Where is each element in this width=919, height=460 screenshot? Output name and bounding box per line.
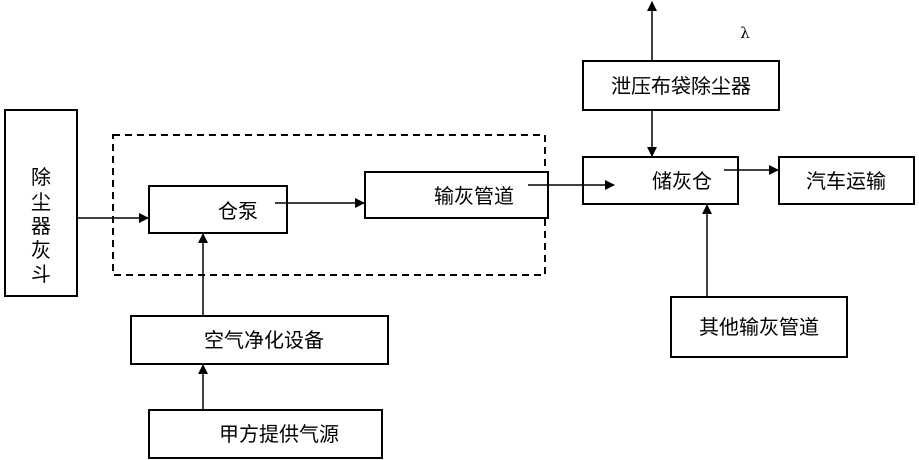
hopper-label-char-3: 器	[31, 214, 51, 238]
other-pipes-label: 其他输灰管道	[699, 315, 819, 339]
silo-label: 储灰仓	[652, 169, 712, 193]
hopper-label-char-2: 尘	[31, 190, 51, 214]
truck-label: 汽车运输	[806, 169, 886, 193]
silo-box	[582, 156, 739, 205]
pipe-box	[364, 171, 549, 219]
air-clean-box	[130, 315, 389, 365]
truck-box	[778, 156, 915, 205]
pump-pipe-group-boundary	[112, 134, 546, 276]
air-source-box	[148, 409, 383, 459]
lambda-note: λ	[740, 24, 750, 42]
pipe-label: 输灰管道	[434, 184, 514, 208]
pump-label: 仓泵	[218, 199, 258, 223]
bag-filter-label: 泄压布袋除尘器	[611, 74, 751, 98]
air-clean-label: 空气净化设备	[204, 328, 324, 352]
air-source-label: 甲方提供气源	[219, 422, 339, 446]
hopper-box	[4, 109, 78, 297]
hopper-label-char-1: 除	[31, 165, 51, 189]
hopper-label-char-5: 斗	[31, 262, 51, 286]
bag-filter-box	[582, 60, 780, 111]
hopper-label-char-4: 灰	[31, 238, 51, 262]
pump-box	[148, 185, 288, 234]
other-pipes-box	[670, 296, 848, 358]
